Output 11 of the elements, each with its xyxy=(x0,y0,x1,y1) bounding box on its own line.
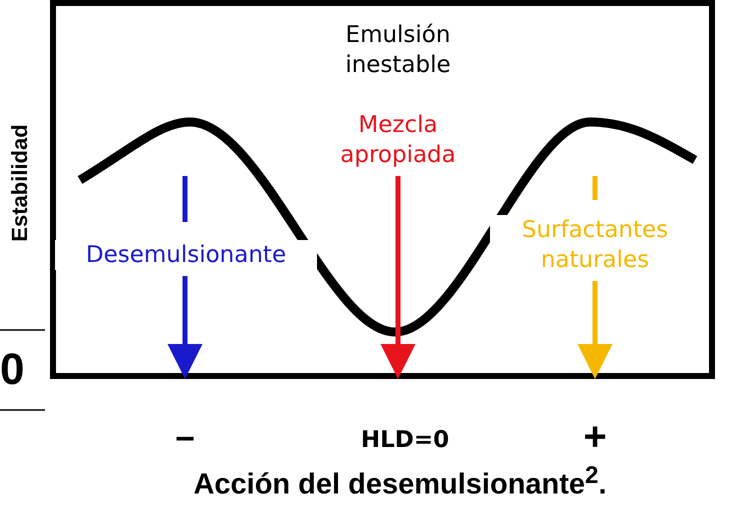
axis-tick-label: + xyxy=(582,415,608,460)
axis-tick-label: − xyxy=(174,420,196,459)
arrow xyxy=(168,276,202,379)
arrow xyxy=(380,176,416,379)
axis-title: Estabilidad xyxy=(7,123,33,244)
arrow xyxy=(578,281,612,379)
axis-tick-label: HLD=0 xyxy=(360,426,450,455)
axis-tick-label: 0 xyxy=(0,345,26,395)
annotation-text: Emulsión inestable xyxy=(344,21,452,80)
arrow-label: Desemulsionante xyxy=(55,240,317,270)
caption: Acción del desemulsionante$^{2}$. xyxy=(192,462,608,502)
